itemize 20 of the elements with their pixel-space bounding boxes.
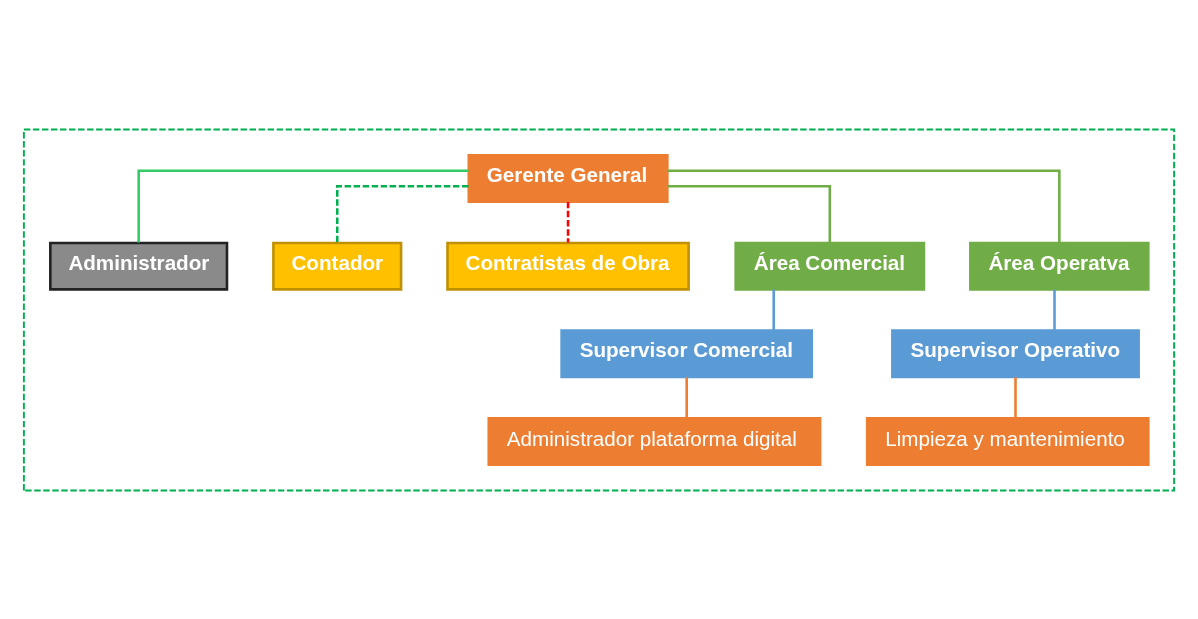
connector: [137, 168, 469, 243]
node-box: Administrador: [49, 241, 229, 291]
node-box: Supervisor Operativo: [891, 328, 1140, 378]
cluster: [22, 128, 1176, 491]
node-box: Contratistas de Obra: [446, 241, 690, 291]
node-box: Administrador plataforma digital: [487, 416, 822, 466]
connector: [772, 289, 775, 330]
connector: [335, 184, 469, 243]
node-box: Limpieza y mantenimiento: [865, 416, 1150, 466]
node-box: Área Operatva: [969, 241, 1150, 291]
node-box: Gerente General: [467, 153, 669, 203]
connector: [667, 184, 832, 243]
connector: [667, 168, 1061, 243]
node-box: Contador: [272, 241, 403, 291]
node-box: Área Comercial: [734, 241, 926, 291]
connector: [1014, 376, 1017, 418]
connector: [1053, 289, 1056, 330]
connector: [685, 376, 688, 418]
node-box: Supervisor Comercial: [560, 328, 814, 378]
connector: [566, 201, 570, 243]
